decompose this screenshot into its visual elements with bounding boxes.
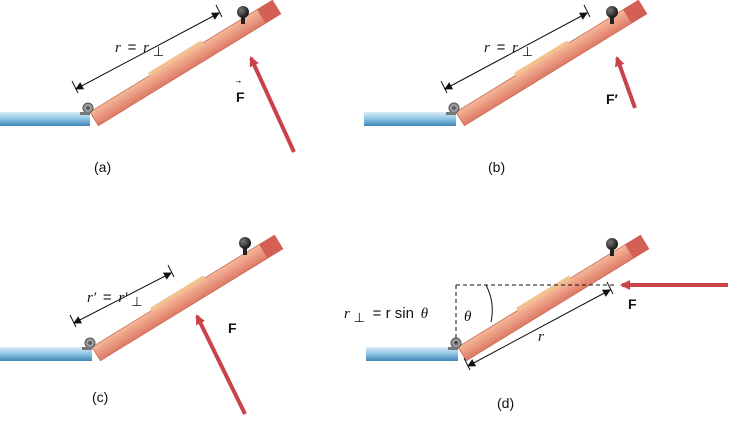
tick-right-a — [215, 4, 223, 18]
tick-left-a — [71, 80, 79, 94]
radius-label-a: r = r ⊥ — [115, 39, 164, 59]
door-a — [0, 0, 282, 127]
caption-d: (d) — [497, 395, 514, 411]
force-label-a: F — [236, 89, 245, 105]
caption-c: (c) — [92, 389, 108, 405]
radius-label-d: r — [538, 329, 544, 345]
force-label-c: F — [228, 320, 237, 336]
angle-arc — [485, 284, 493, 323]
force-arrow-b — [615, 56, 637, 109]
lever-arm-dimension-d — [467, 289, 611, 367]
caption-a: (a) — [94, 159, 111, 175]
vector-arrow-a: ⃗ — [235, 80, 241, 83]
force-arrow-a — [249, 56, 296, 153]
force-label-b: F′ — [606, 91, 619, 107]
caption-b: (b) — [488, 159, 505, 175]
tick-left-b — [440, 80, 448, 94]
door-b — [363, 0, 648, 127]
lever-arm-dimension-a — [75, 12, 220, 90]
panel-d: θ r ⊥ = r sin θ r F (d) — [344, 232, 728, 411]
panel-c: r′ = r′ ⊥ F (c) — [0, 232, 284, 415]
radius-label-c: r′ = r′ ⊥ — [87, 289, 143, 309]
radius-label-b: r = r ⊥ — [484, 39, 533, 59]
tick-right-d — [606, 281, 614, 295]
door-d — [365, 232, 650, 362]
perp-label-d: r ⊥ = r sin θ — [344, 305, 429, 326]
lever-arm-dimension-c — [73, 272, 172, 324]
panel-b: r = r ⊥ F′ (b) — [363, 0, 648, 175]
tick-right-b — [583, 4, 591, 18]
tick-left-d — [463, 357, 471, 371]
tick-left-c — [69, 314, 77, 328]
angle-label: θ — [464, 309, 472, 325]
panel-a: r = r ⊥ F ⃗ (a) — [0, 0, 296, 175]
tick-right-c — [167, 264, 175, 278]
force-label-d: F — [628, 296, 637, 312]
lever-arm-dimension-b — [444, 12, 588, 90]
force-arrow-c — [195, 314, 247, 415]
